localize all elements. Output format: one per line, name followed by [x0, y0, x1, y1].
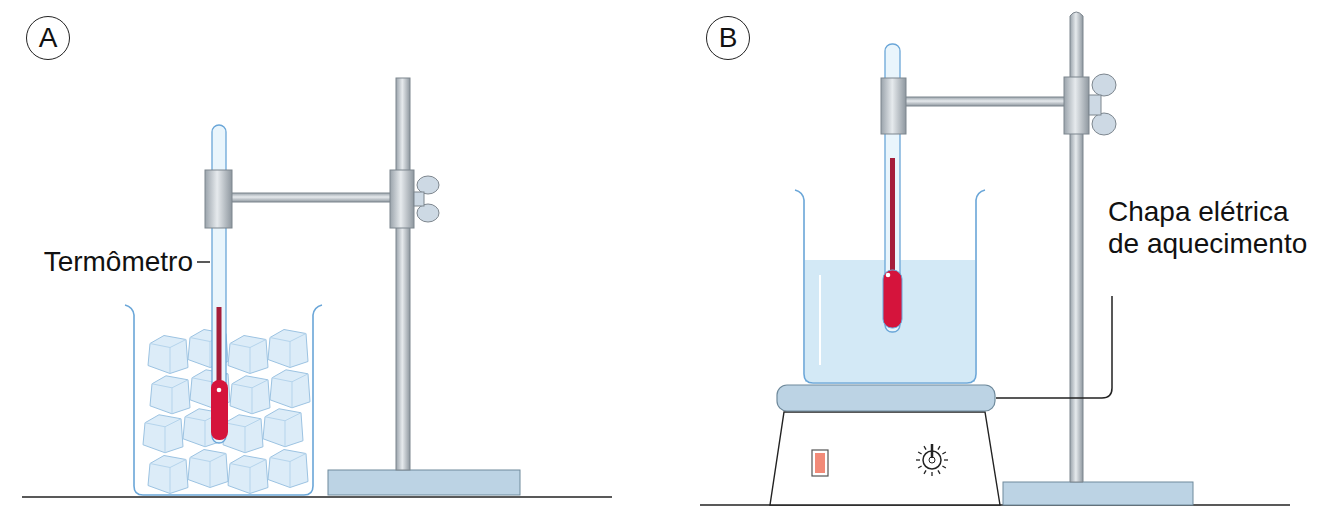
dial	[916, 444, 948, 476]
thermometer-label: Termômetro	[44, 246, 193, 278]
panel-letter-circle: B	[706, 16, 750, 60]
panel-letter: A	[39, 22, 58, 54]
hot-plate-label: Chapa elétrica de aquecimento	[1108, 196, 1308, 260]
panel-letter: B	[719, 22, 738, 54]
panel-letter-circle: A	[26, 16, 70, 60]
